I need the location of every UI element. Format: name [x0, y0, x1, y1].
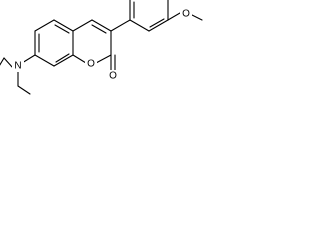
bond — [53, 54, 74, 67]
bond — [34, 54, 55, 67]
bond — [110, 19, 131, 32]
bond — [167, 12, 181, 21]
bond — [0, 57, 5, 66]
label-bg — [180, 8, 192, 20]
ring-oxygen-label: O — [87, 59, 95, 70]
methoxy-oxygen-label: O — [182, 9, 190, 20]
label-bg — [107, 70, 119, 82]
bond — [148, 19, 169, 32]
bond-inner — [149, 18, 165, 28]
bond — [34, 19, 55, 32]
bond — [53, 19, 74, 32]
bond-inner — [55, 53, 70, 63]
nitrogen-label: N — [14, 61, 21, 72]
carbonyl-oxygen-label: O — [109, 71, 117, 82]
bond-inner — [54, 24, 70, 34]
atom-label-layer: N O O O — [12, 8, 192, 82]
bond-inner — [91, 24, 107, 34]
label-bg — [85, 58, 97, 70]
bond — [72, 54, 87, 64]
bond — [95, 54, 112, 64]
bond — [129, 19, 150, 32]
bond — [17, 85, 31, 95]
bond — [21, 54, 36, 64]
bond — [91, 19, 112, 32]
molecule-diagram: N O O O — [0, 0, 203, 95]
label-bg — [12, 60, 24, 72]
bond — [72, 19, 93, 32]
bond — [3, 57, 14, 69]
bond-layer — [0, 0, 203, 95]
